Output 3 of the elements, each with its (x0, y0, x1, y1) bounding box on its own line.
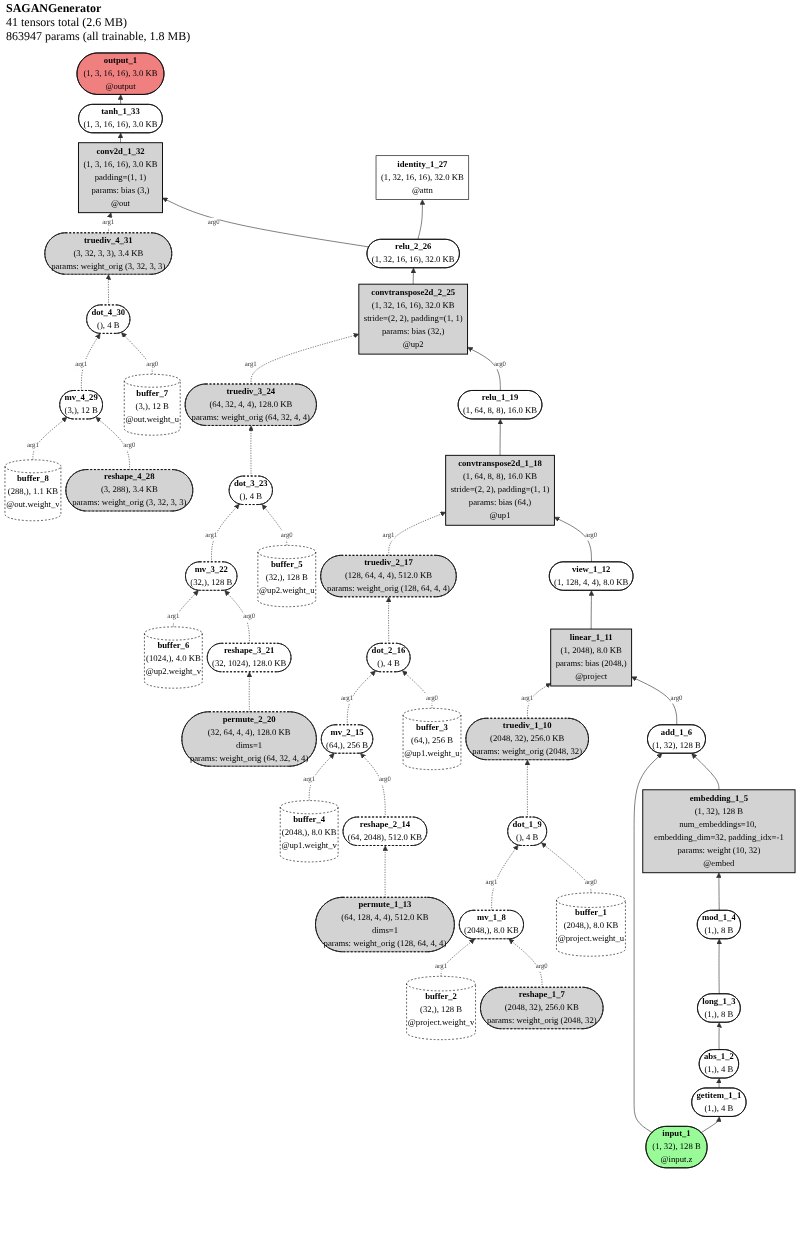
arrow (716, 1078, 722, 1089)
arrow (117, 132, 124, 143)
arrow (117, 94, 124, 105)
